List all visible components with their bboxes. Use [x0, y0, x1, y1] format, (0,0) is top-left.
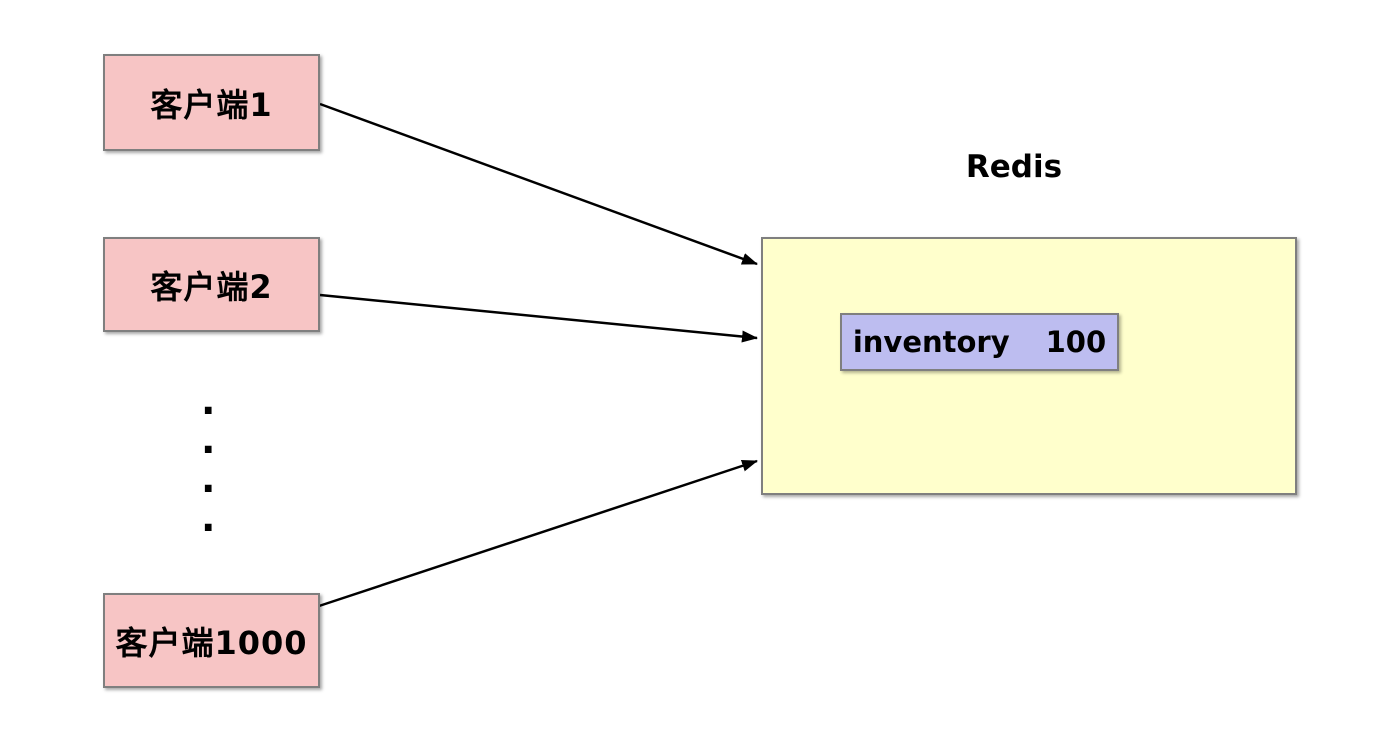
arrow-client1000-to-redis	[318, 459, 758, 608]
client1-node: 客户端1	[103, 54, 320, 151]
client1000-node: 客户端1000	[103, 593, 320, 688]
redis-title: Redis	[965, 149, 1063, 185]
ellipsis-dots: . . . .	[201, 382, 215, 538]
arrow-client2-to-redis	[319, 293, 758, 343]
arrow-client1-to-redis	[319, 102, 758, 266]
ellipsis-dot: .	[201, 379, 216, 423]
ellipsis-dot: .	[201, 457, 216, 501]
inventory-record: inventory 100	[840, 313, 1119, 371]
client1000-label: 客户端1000	[115, 623, 308, 662]
record-key: inventory	[852, 325, 1010, 359]
ellipsis-dot: .	[201, 418, 216, 462]
redis-node: inventory 100	[761, 237, 1297, 495]
client2-node: 客户端2	[103, 237, 320, 332]
ellipsis-dot: .	[201, 496, 216, 540]
record-value: 100	[1045, 325, 1107, 359]
client1-label: 客户端1	[150, 85, 273, 124]
client2-label: 客户端2	[150, 267, 273, 306]
